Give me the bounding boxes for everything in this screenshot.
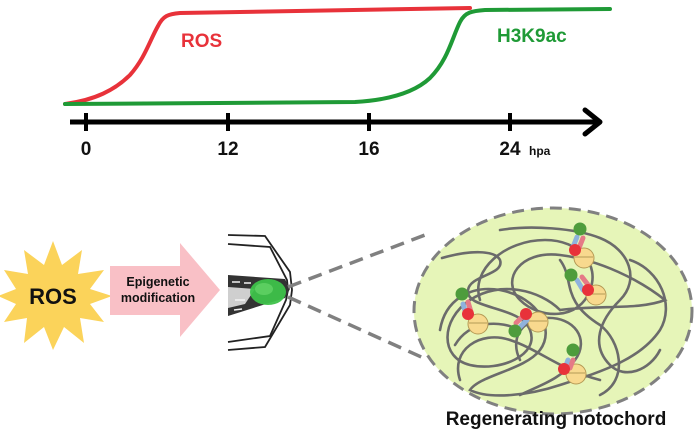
tick-label-24: 24 (499, 139, 521, 160)
nucleus-caption: Regenerating notochord (446, 409, 667, 430)
ros-burst-label: ROS (29, 284, 77, 309)
ros-curve-label: ROS (181, 31, 222, 52)
acetyl-mark-green (455, 287, 469, 301)
acetyl-mark-green (573, 222, 587, 236)
ros-curve (63, 6, 472, 106)
tail-body-light (228, 287, 255, 308)
nucleosome-group-3 (455, 287, 489, 335)
axis-unit-label: hpa (529, 144, 551, 158)
histone-tail-pink (567, 357, 576, 371)
acetyl-mark-red (462, 308, 474, 320)
larva-tail (227, 234, 293, 351)
nucleosome-group-4 (508, 308, 549, 338)
arrow-label-line1: Epigenetic (126, 275, 189, 289)
histone-tail-blue (516, 317, 530, 331)
acetyl-mark-red (558, 363, 570, 375)
fin-outline-outer (227, 234, 293, 351)
nucleosome-group-1 (569, 222, 595, 269)
right-arrow-icon (110, 243, 220, 337)
acetyl-mark-green (566, 343, 580, 357)
axis-arrowhead (582, 107, 603, 137)
acetyl-mark-green (564, 268, 578, 282)
acetyl-mark-green (508, 324, 522, 338)
acetyl-mark-red (520, 308, 532, 320)
glow-highlight (255, 283, 273, 295)
arrow-label-line2: modification (121, 291, 195, 305)
epigenetic-arrow: Epigenetic modification (110, 243, 220, 337)
acetyl-mark-red (569, 244, 581, 256)
histone-tail-blue (574, 277, 586, 293)
nucleus-body (412, 206, 694, 416)
nucleus (412, 206, 694, 416)
tick-label-0: 0 (81, 139, 92, 160)
zoom-line-top (287, 233, 426, 289)
zoom-connector-lines (287, 233, 429, 362)
tick-label-12: 12 (217, 139, 238, 160)
ros-burst: ROS (0, 241, 112, 350)
burst-star-icon (0, 241, 112, 350)
h3k9ac-curve-label: H3K9ac (497, 26, 567, 47)
time-axis: 0 12 16 24 hpa (70, 107, 603, 160)
tail-body-texture (232, 281, 251, 311)
zoom-line-bottom (287, 295, 429, 362)
nucleosome (467, 313, 489, 335)
nucleosome-group-5 (558, 343, 587, 385)
h3k9ac-curve (63, 7, 612, 106)
acetyl-mark-red (582, 284, 594, 296)
tick-label-16: 16 (358, 139, 379, 160)
timeline-chart: ROS H3K9ac 0 12 16 24 hpa (63, 6, 612, 160)
nucleosome-group-2 (564, 268, 607, 306)
